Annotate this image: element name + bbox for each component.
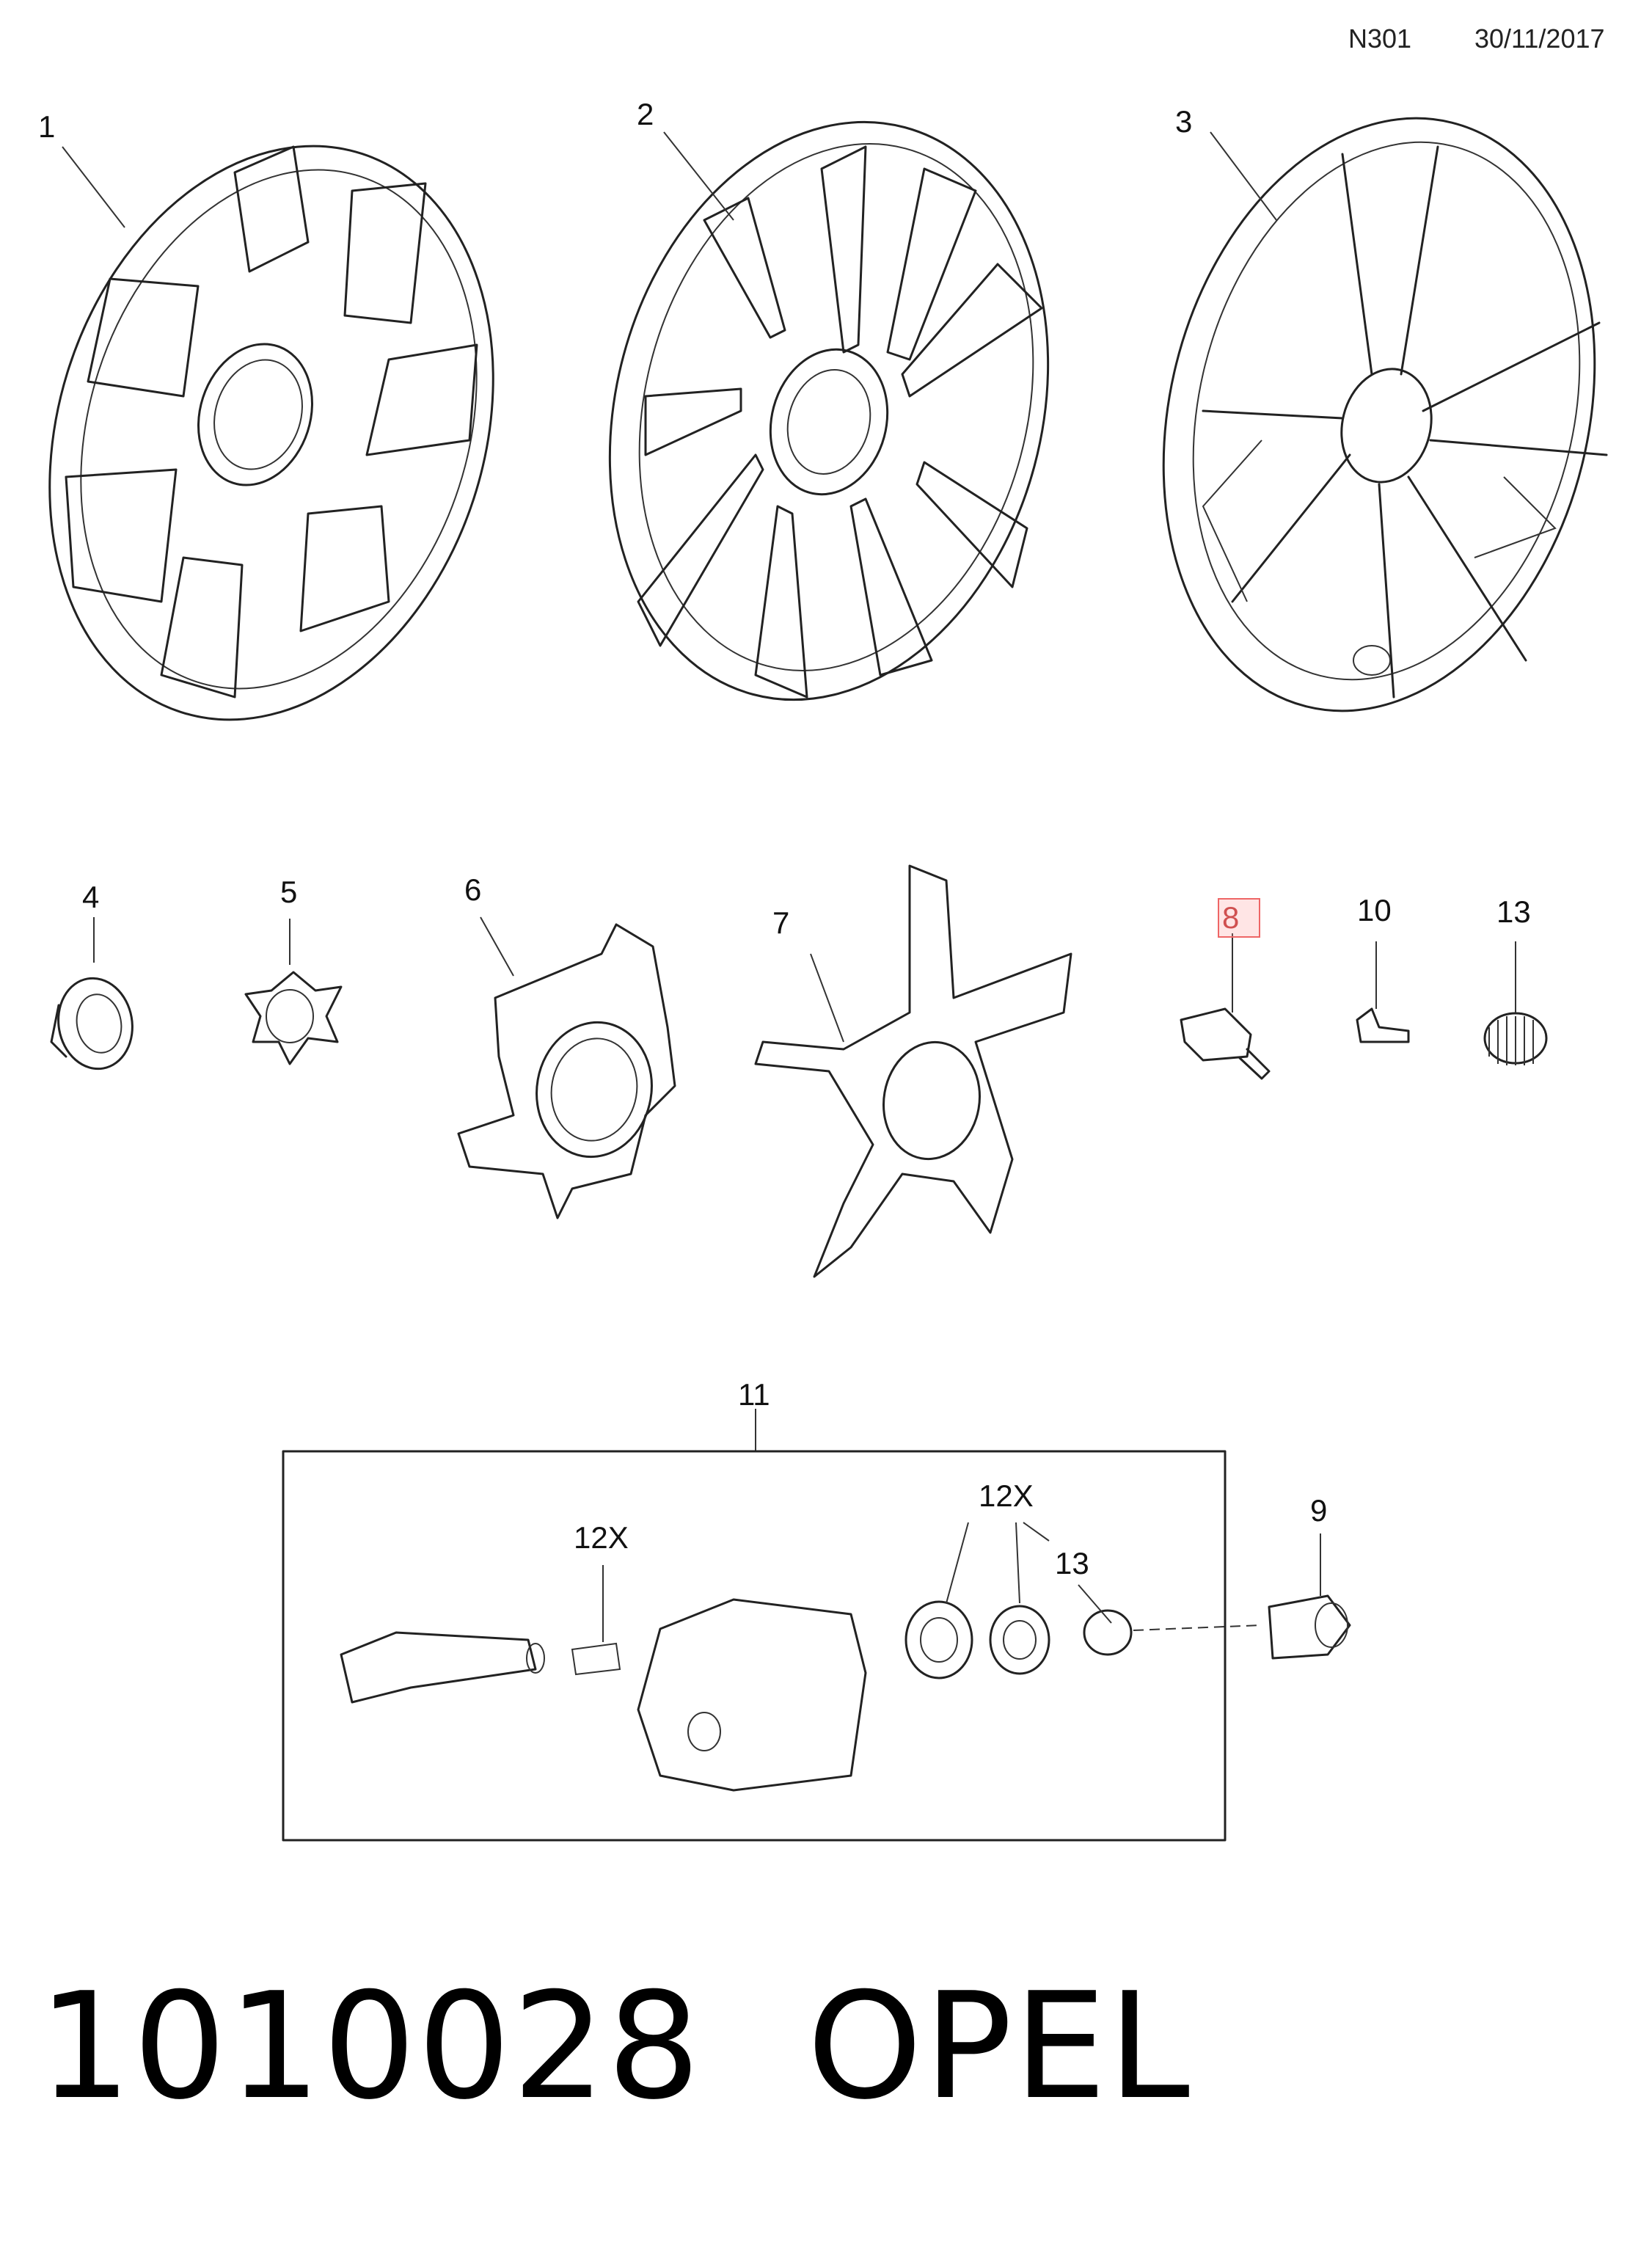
trim-insert-7	[754, 864, 1072, 1278]
diagram-code: N301	[1348, 23, 1412, 54]
callout-12x-right: 12X	[979, 1478, 1034, 1513]
socket-tool-9	[1268, 1533, 1351, 1660]
center-ring-4	[50, 917, 134, 1071]
callout-8: 8	[1222, 900, 1240, 935]
wheel-cover-2	[608, 120, 1050, 701]
brand-name: OPEL	[807, 1961, 1191, 2132]
valve-stem-10	[1356, 941, 1410, 1043]
callout-13-kit: 13	[1055, 1546, 1089, 1580]
center-cap-5	[244, 919, 343, 1065]
callout-5: 5	[280, 875, 298, 909]
callout-2: 2	[637, 97, 654, 131]
callout-8-highlight	[1218, 898, 1260, 938]
wheel-cover-1	[48, 145, 494, 721]
sensor-kit-11	[282, 1409, 1262, 1842]
callout-7: 7	[772, 905, 790, 940]
part-number: 1010028	[38, 1961, 702, 2132]
callout-3: 3	[1175, 104, 1193, 139]
callout-10: 10	[1357, 893, 1392, 927]
tpms-sensor-8	[1180, 933, 1271, 1080]
diagram-date: 30/11/2017	[1474, 23, 1605, 54]
wheel-cover-3	[1162, 117, 1608, 712]
valve-cap-13	[1483, 941, 1548, 1065]
callout-12x-left: 12X	[574, 1520, 629, 1555]
callout-1: 1	[38, 109, 56, 144]
callout-9: 9	[1310, 1493, 1328, 1528]
callout-11: 11	[738, 1377, 770, 1412]
callout-6: 6	[464, 872, 482, 907]
trim-insert-6	[457, 916, 676, 1219]
callout-13: 13	[1496, 894, 1531, 929]
callout-4: 4	[82, 880, 100, 914]
